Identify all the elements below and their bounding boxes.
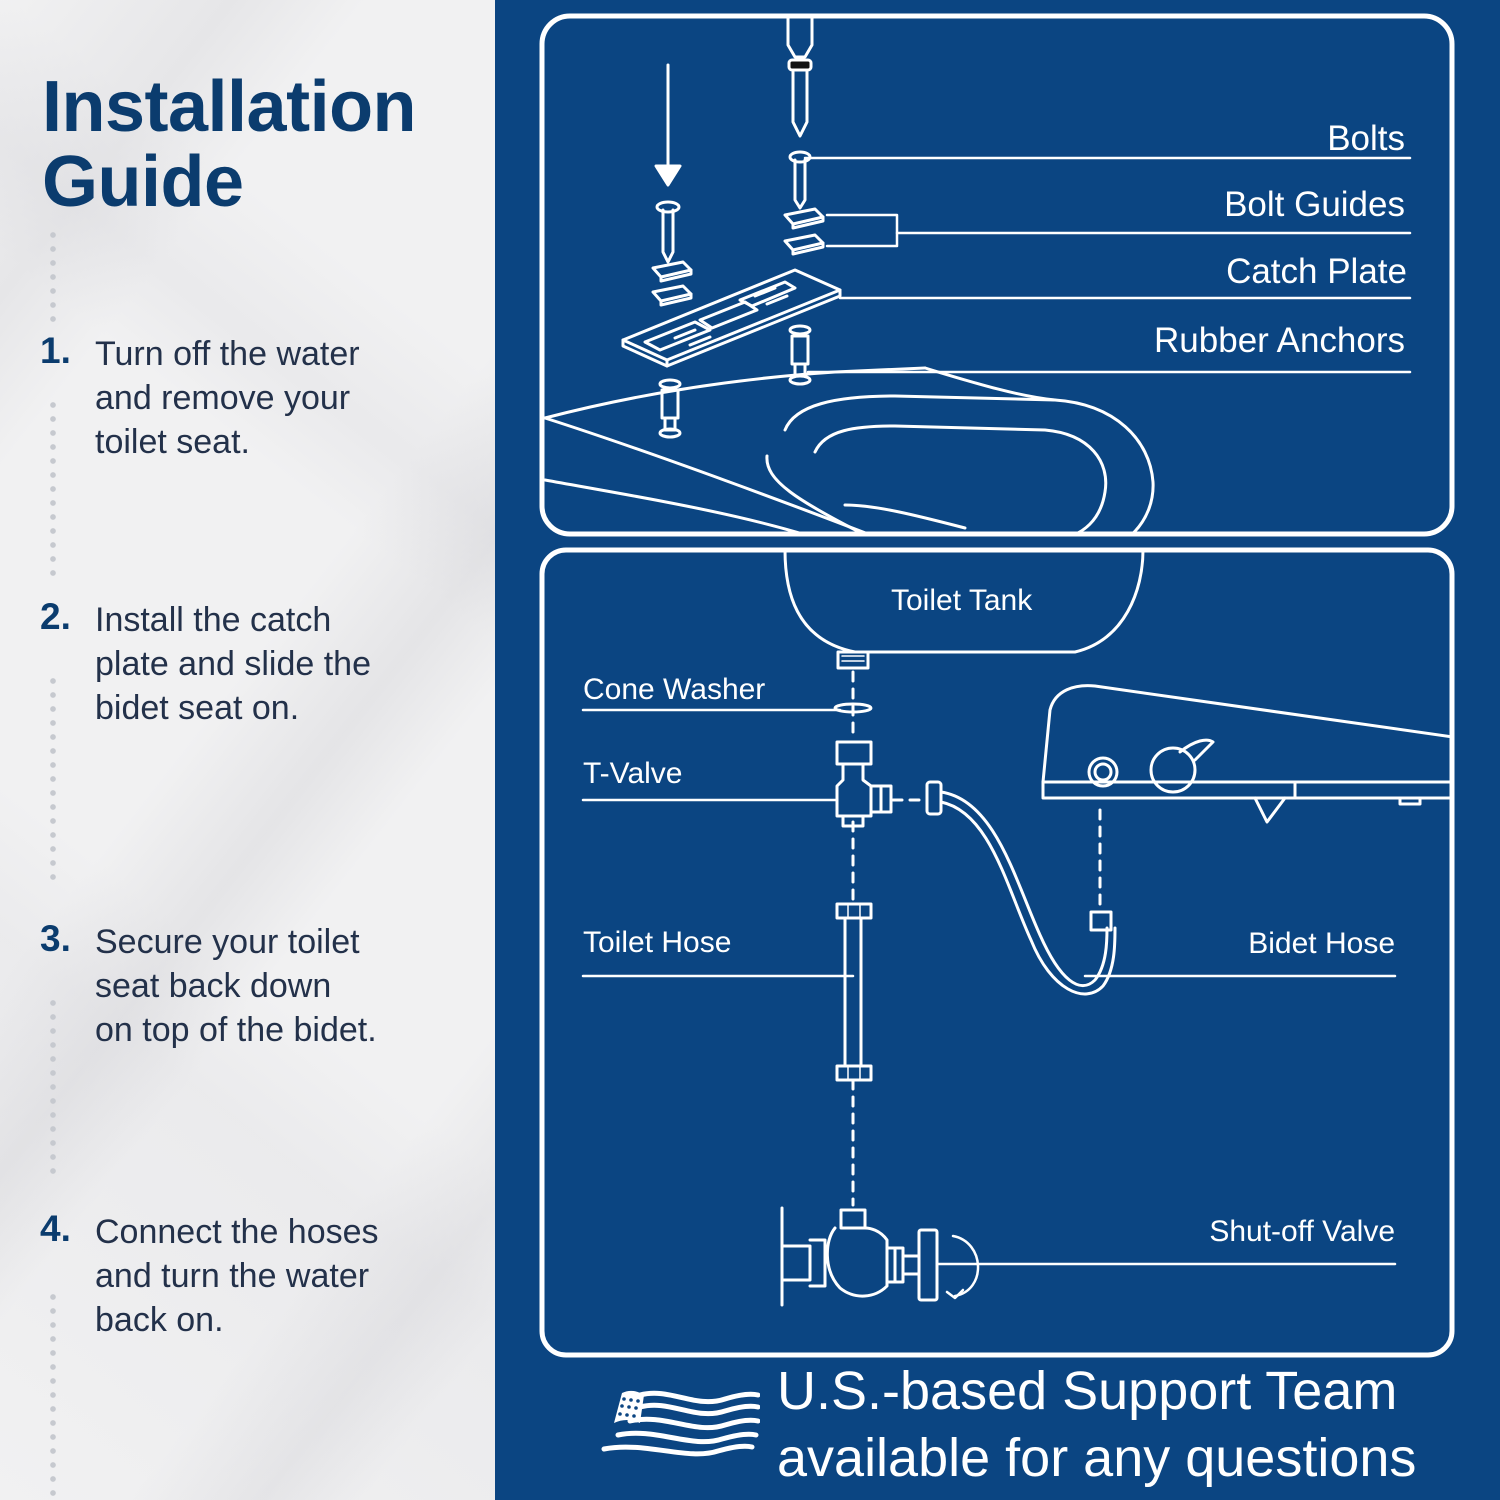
bolt-right [788,150,812,210]
label-catch-plate: Catch Plate [1226,252,1407,291]
step-number: 4. [40,1208,71,1249]
label-bolts: Bolts [1327,119,1405,158]
installation-diagram [539,13,1455,1358]
label-rubber-anchors: Rubber Anchors [1154,321,1405,360]
step-line: back on. [95,1301,224,1339]
leader-lines [803,156,1412,374]
step-line: bidet seat on. [95,689,300,727]
left-panel: Installation Guide 1. Turn off the water… [0,0,495,1500]
bolt-guide-right [783,207,825,256]
seat-mount-panel [539,13,1455,537]
title-line-1: Installation [42,67,417,147]
toilet-tank-outline [783,550,1145,670]
down-arrow-icon [654,63,682,187]
step-line: Connect the hoses [95,1213,379,1251]
cone-washer [833,702,873,714]
panel-frame [539,13,1455,537]
hose-connector-knob [925,780,943,816]
dashed-connection-lines [851,670,1102,1207]
step-text: Turn off the water and remove your toile… [95,332,475,464]
dotted-divider [49,1290,57,1500]
step-line: toilet seat. [95,423,250,461]
label-bolt-guides: Bolt Guides [1224,185,1405,224]
page-title: Installation Guide [42,67,417,222]
toilet-bowl-outline [543,366,1155,534]
t-valve [835,740,893,828]
bolt-left [655,200,681,264]
step-line: plate and slide the [95,645,371,683]
step-number: 2. [40,596,71,637]
bolt-guide-left [651,260,693,307]
step-text: Connect the hoses and turn the water bac… [95,1210,475,1342]
support-line-2: available for any questions [777,1428,1417,1488]
dotted-divider [49,228,57,324]
step-line: and remove your [95,379,351,417]
label-shutoff-valve: Shut-off Valve [1209,1215,1395,1248]
rubber-anchor-right [788,324,812,386]
step-text: Install the catch plate and slide the bi… [95,598,475,730]
support-message: U.S.-based Support Team available for an… [777,1358,1416,1492]
bidet-hose [939,790,1117,996]
catch-plate [621,268,842,368]
toilet-hose [835,902,873,1082]
dotted-divider [49,398,57,584]
title-line-2: Guide [42,142,244,222]
right-panel: Bolts Bolt Guides Catch Plate Rubber Anc… [495,0,1500,1500]
step-number: 1. [40,330,71,371]
dotted-divider [49,674,57,884]
label-t-valve: T-Valve [583,757,683,790]
step-line: and turn the water [95,1257,370,1295]
dotted-divider [49,996,57,1176]
step-line: Secure your toilet [95,923,360,961]
leader-lines [581,708,1397,1266]
panel-frame [539,547,1455,1358]
label-toilet-tank: Toilet Tank [891,584,1033,617]
label-cone-washer: Cone Washer [583,673,766,706]
step-line: seat back down [95,967,332,1005]
step-line: Turn off the water [95,335,360,373]
step-line: on top of the bidet. [95,1011,377,1049]
support-line-1: U.S.-based Support Team [777,1361,1398,1421]
rubber-anchor-left [658,378,682,439]
label-toilet-hose: Toilet Hose [583,926,732,959]
shutoff-valve [780,1206,980,1307]
step-text: Secure your toilet seat back down on top… [95,920,475,1052]
water-connection-panel [539,547,1455,1358]
step-number: 3. [40,918,71,959]
american-flag-icon [601,1390,760,1457]
bidet-seat-outline [1041,684,1452,824]
screwdriver-icon [786,16,814,138]
label-bidet-hose: Bidet Hose [1248,927,1395,960]
step-line: Install the catch [95,601,332,639]
